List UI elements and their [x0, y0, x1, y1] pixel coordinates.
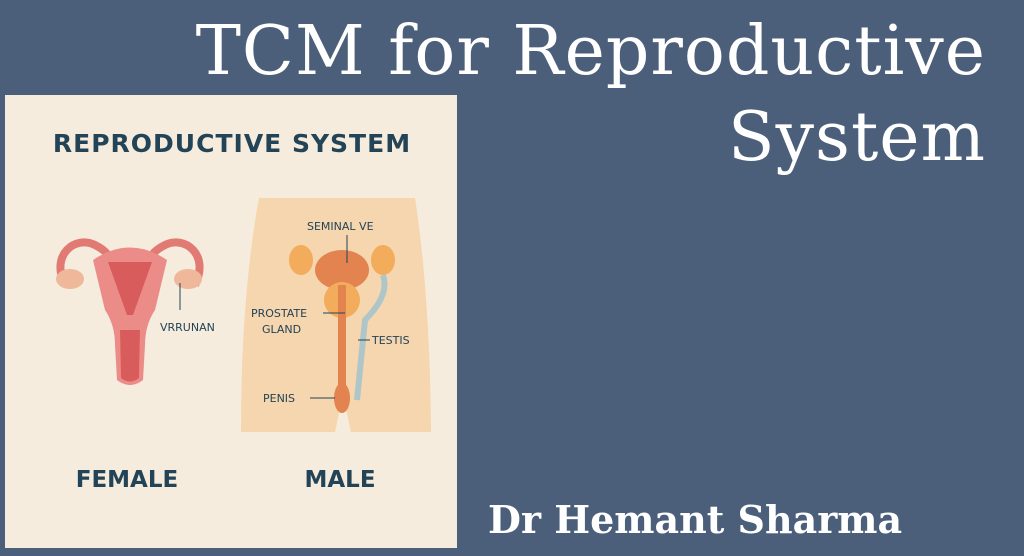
male-anatomy-icon: [241, 198, 431, 432]
male-caption: MALE: [304, 467, 375, 493]
author-name: Dr Hemant Sharma: [488, 497, 903, 542]
testis-label: TESTIS: [371, 334, 410, 347]
slide-title-line-1: TCM for Reproductive: [195, 12, 986, 91]
ovary-label: VRRUNAN: [160, 321, 215, 334]
illustration-heading: REPRODUCTIVE SYSTEM: [53, 129, 411, 158]
prostate-label-line-2: GLAND: [262, 323, 301, 336]
seminal-label: SEMINAL VE: [307, 220, 374, 233]
slide-title-line-2: System: [728, 98, 986, 177]
reproductive-system-illustration: REPRODUCTIVE SYSTEM VRRUNAN: [5, 95, 457, 548]
female-caption: FEMALE: [76, 467, 178, 493]
uterus-icon: [56, 238, 204, 385]
prostate-label-line-1: PROSTATE: [251, 307, 307, 320]
penis-label: PENIS: [263, 392, 295, 405]
